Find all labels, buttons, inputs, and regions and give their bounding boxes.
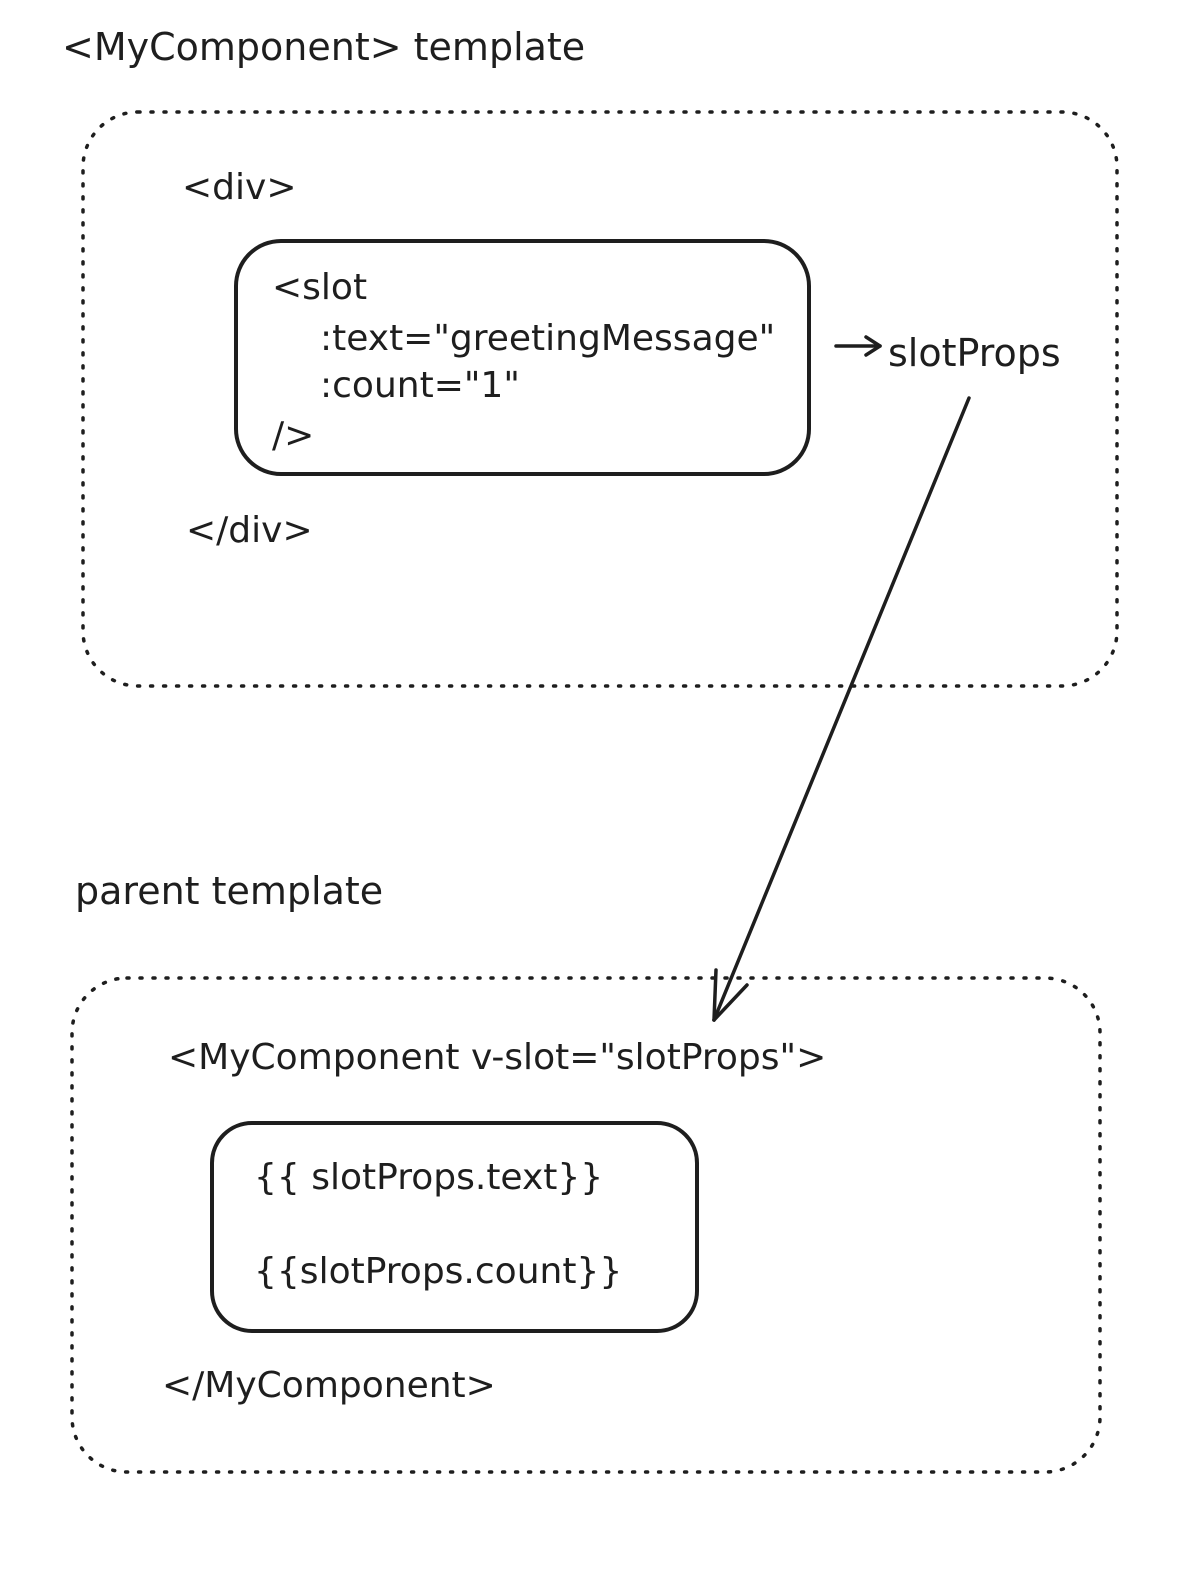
slot-text-expression: {{ slotProps.text}}	[254, 1157, 604, 1198]
slot-count-expression: {{slotProps.count}}	[254, 1251, 623, 1292]
parent-template-container	[70, 976, 1102, 1474]
component-close-tag: </MyComponent>	[162, 1365, 496, 1406]
slot-close-line: />	[272, 415, 315, 456]
div-close-tag: </div>	[186, 510, 313, 551]
slot-content-box	[210, 1121, 699, 1333]
slot-text-prop-line: :text="greetingMessage"	[320, 318, 776, 359]
slot-to-props-arrow	[834, 335, 882, 357]
slot-props-label: slotProps	[888, 331, 1061, 375]
slot-count-prop-line: :count="1"	[320, 365, 520, 406]
div-open-tag: <div>	[182, 167, 297, 208]
slot-box	[234, 239, 811, 476]
parent-template-title: parent template	[75, 869, 384, 913]
component-open-tag: <MyComponent v-slot="slotProps">	[168, 1037, 827, 1078]
component-template-title: <MyComponent> template	[62, 25, 586, 69]
slot-open-line: <slot	[272, 267, 368, 308]
props-to-parent-arrow	[712, 396, 971, 1022]
